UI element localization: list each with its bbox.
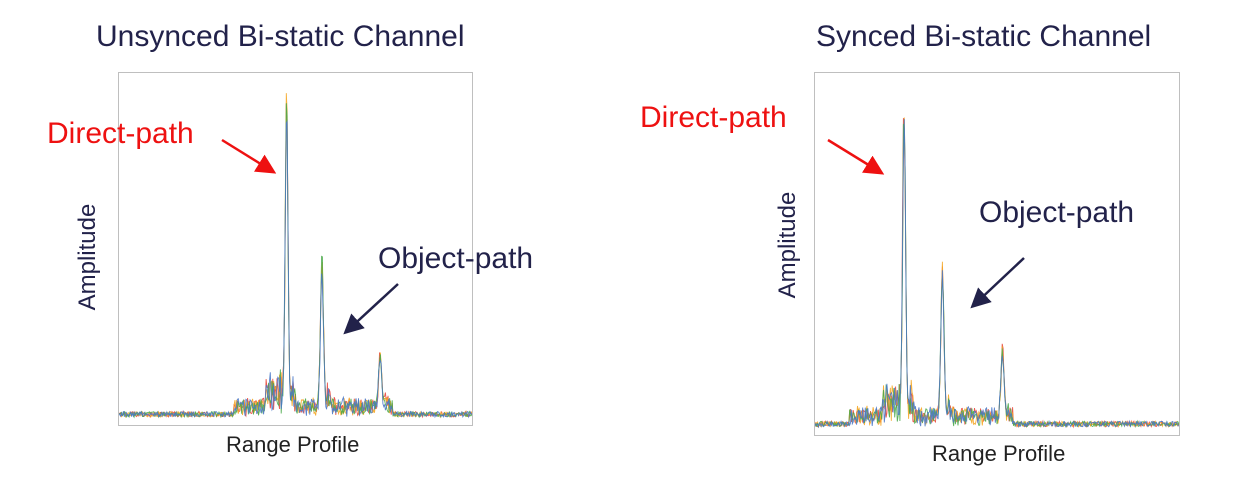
series-trace-4	[119, 120, 472, 419]
object-path-label: Object-path	[378, 242, 534, 275]
object-path-arrow	[343, 283, 399, 335]
series-trace-3	[815, 123, 1179, 429]
series-trace-3	[119, 103, 472, 419]
chart-panel-unsynced: Unsynced Bi-static Channel Amplitude Ran…	[0, 0, 620, 480]
direct-path-arrow	[827, 138, 885, 175]
series-trace-2	[815, 117, 1179, 429]
direct-path-arrow	[221, 138, 277, 174]
direct-path-label: Direct-path	[47, 117, 194, 150]
object-path-label: Object-path	[979, 196, 1135, 229]
x-axis-label: Range Profile	[932, 441, 1066, 466]
plot-area	[118, 72, 473, 426]
x-axis-label: Range Profile	[226, 432, 360, 457]
range-profile-plot	[815, 117, 1179, 429]
series-trace-4	[815, 119, 1179, 429]
chart-title: Unsynced Bi-static Channel	[96, 20, 465, 53]
direct-path-label: Direct-path	[640, 101, 787, 134]
chart-panel-synced: Synced Bi-static Channel Amplitude Range…	[620, 0, 1240, 480]
chart-title: Synced Bi-static Channel	[816, 20, 1152, 53]
plot-area	[814, 72, 1180, 436]
object-path-arrow	[970, 257, 1025, 309]
range-profile-plot	[119, 93, 472, 419]
